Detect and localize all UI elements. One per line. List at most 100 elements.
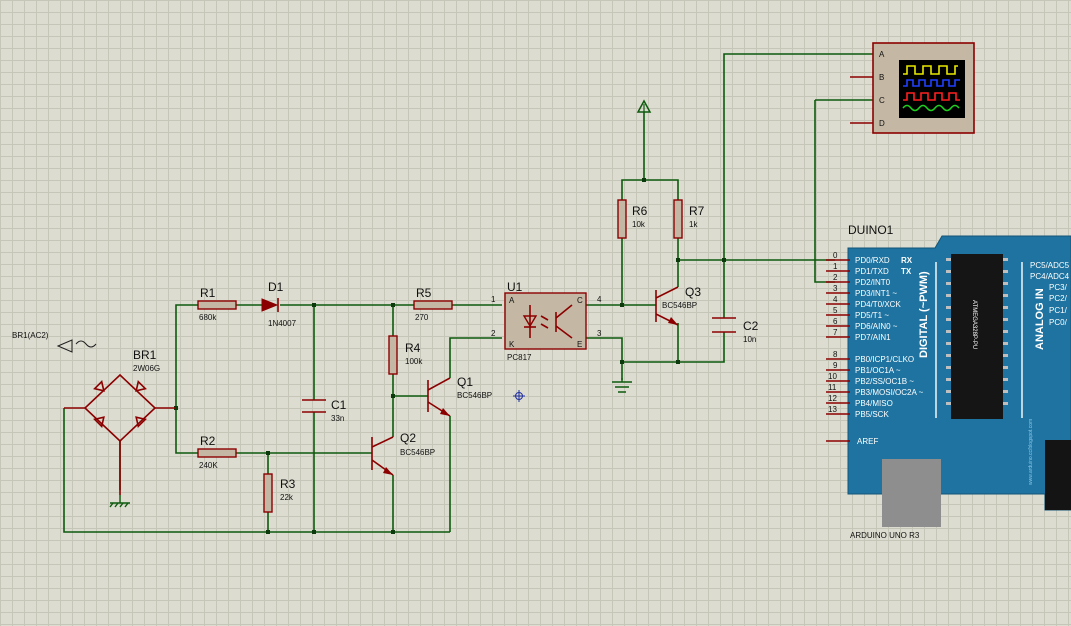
arduino-analog-pin-names: PC5/ADC5 PC4/ADC4 PC3/ PC2/ PC1/ PC0/ — [1030, 261, 1070, 327]
svg-text:PC1/: PC1/ — [1049, 306, 1068, 315]
resistor-r1[interactable]: R1 680k — [197, 286, 237, 322]
r3-value: 22k — [280, 493, 294, 502]
transistor-q2[interactable]: Q2 BC546BP — [371, 431, 435, 476]
u1-pin-a: A — [509, 296, 515, 305]
scope-trace-a — [903, 65, 958, 75]
svg-text:0: 0 — [833, 251, 838, 260]
pin-name: PD6/AIN0 ~ — [855, 322, 898, 331]
r7-label: R7 — [689, 204, 705, 218]
svg-text:9: 9 — [833, 361, 838, 370]
oscilloscope[interactable]: A B C D — [872, 42, 975, 134]
ground-u1 — [612, 378, 632, 393]
power-jack — [1045, 440, 1071, 510]
u1-pin1: 1 — [491, 295, 496, 304]
scope-channel-c: C — [879, 96, 885, 105]
transistor-q3[interactable]: Q3 BC546BP — [655, 285, 701, 326]
u1-value: PC817 — [507, 353, 532, 362]
svg-text:5: 5 — [833, 306, 838, 315]
diode-d1[interactable]: D1 1N4007 — [261, 280, 297, 328]
r7-value: 1k — [689, 220, 698, 229]
r6-label: R6 — [632, 204, 648, 218]
c2-value: 10n — [743, 335, 756, 344]
pin-name: PD5/T1 ~ — [855, 311, 889, 320]
q3-label: Q3 — [685, 285, 701, 299]
r1-label: R1 — [200, 286, 216, 300]
pin-name: PB3/MOSI/OC2A ~ — [855, 388, 924, 397]
aref-label: AREF — [857, 437, 878, 446]
arduino-pin-names: PD0/RXD PD1/TXD PD2/INT0 PD3/INT1 ~ PD4/… — [855, 256, 924, 446]
arduino-digital-pins: 0 1 2 3 4 5 6 7 8 9 10 11 12 13 — [828, 251, 838, 414]
optocoupler-u1[interactable]: U1 1 2 4 3 A K C E PC817 — [491, 280, 602, 362]
svg-text:1: 1 — [833, 262, 838, 271]
capacitor-c1[interactable]: C1 33n — [302, 398, 347, 423]
svg-text:6: 6 — [833, 317, 838, 326]
tx-label: TX — [901, 267, 912, 276]
svg-text:2: 2 — [833, 273, 838, 282]
arduino-label: DUINO1 — [848, 223, 894, 237]
svg-text:PC2/: PC2/ — [1049, 294, 1068, 303]
q2-value: BC546BP — [400, 448, 435, 457]
usb-connector — [882, 459, 941, 527]
u1-pin3: 3 — [597, 329, 602, 338]
scope-channel-b: B — [879, 73, 884, 82]
svg-text:13: 13 — [828, 405, 837, 414]
q1-label: Q1 — [457, 375, 473, 389]
arduino-footer-text: www.arduino.cc/blogspot.com — [1028, 419, 1034, 485]
svg-text:4: 4 — [833, 295, 838, 304]
power-terminal-icon[interactable] — [636, 99, 652, 113]
scope-channel-d: D — [879, 119, 885, 128]
c1-value: 33n — [331, 414, 344, 423]
svg-text:3: 3 — [833, 284, 838, 293]
br1-value: 2W06G — [133, 364, 160, 373]
resistor-r4[interactable]: R4 100k — [388, 335, 423, 375]
br1-label: BR1 — [133, 348, 157, 362]
r2-value: 240K — [199, 461, 218, 470]
probe-marker-icon[interactable] — [513, 390, 525, 402]
scope-channel-a: A — [879, 50, 885, 59]
d1-value: 1N4007 — [268, 319, 297, 328]
q3-value: BC546BP — [662, 301, 697, 310]
rx-label: RX — [901, 256, 913, 265]
u1-pin4: 4 — [597, 295, 602, 304]
d1-label: D1 — [268, 280, 284, 294]
digital-header: DIGITAL (~PWM) — [918, 271, 930, 358]
svg-text:PC4/ADC4: PC4/ADC4 — [1030, 272, 1070, 281]
bridge-rectifier-br1[interactable]: BR1 2W06G — [64, 348, 176, 495]
u1-label: U1 — [507, 280, 523, 294]
u1-pin2: 2 — [491, 329, 496, 338]
resistor-r2[interactable]: R2 240K — [197, 434, 237, 470]
r1-value: 680k — [199, 313, 217, 322]
transistor-q1[interactable]: Q1 BC546BP — [427, 375, 492, 417]
resistor-r7[interactable]: R7 1k — [673, 199, 705, 239]
svg-text:8: 8 — [833, 350, 838, 359]
u1-pin-c: C — [577, 296, 583, 305]
chip-pins — [946, 258, 1008, 405]
ground-br1 — [109, 495, 130, 508]
resistor-r6[interactable]: R6 10k — [617, 199, 648, 239]
r2-label: R2 — [200, 434, 216, 448]
r5-label: R5 — [416, 286, 432, 300]
resistor-r5[interactable]: R5 270 — [413, 286, 453, 322]
q2-label: Q2 — [400, 431, 416, 445]
svg-text:PC3/: PC3/ — [1049, 283, 1068, 292]
r3-label: R3 — [280, 477, 296, 491]
analog-header: ANALOG IN — [1034, 288, 1046, 350]
svg-text:7: 7 — [833, 328, 838, 337]
arduino-uno[interactable]: DUINO1 0 1 2 3 4 5 6 7 8 9 10 11 12 13 P… — [826, 223, 1071, 540]
chip-label: ATMEGA328P-PU — [971, 300, 977, 349]
ac-terminal-label: BR1(AC2) — [12, 331, 49, 340]
pin-name: PD7/AIN1 — [855, 333, 891, 342]
ac-input-terminal[interactable]: BR1(AC2) — [12, 331, 97, 353]
svg-text:PC5/ADC5: PC5/ADC5 — [1030, 261, 1070, 270]
r5-value: 270 — [415, 313, 429, 322]
q1-value: BC546BP — [457, 391, 492, 400]
resistor-r3[interactable]: R3 22k — [263, 473, 296, 513]
r4-label: R4 — [405, 341, 421, 355]
svg-text:12: 12 — [828, 394, 837, 403]
arduino-model-label: ARDUINO UNO R3 — [850, 531, 920, 540]
pin-name: PD2/INT0 — [855, 278, 891, 287]
pin-name: PD3/INT1 ~ — [855, 289, 897, 298]
capacitor-c2[interactable]: C2 10n — [712, 317, 759, 344]
c1-label: C1 — [331, 398, 347, 412]
